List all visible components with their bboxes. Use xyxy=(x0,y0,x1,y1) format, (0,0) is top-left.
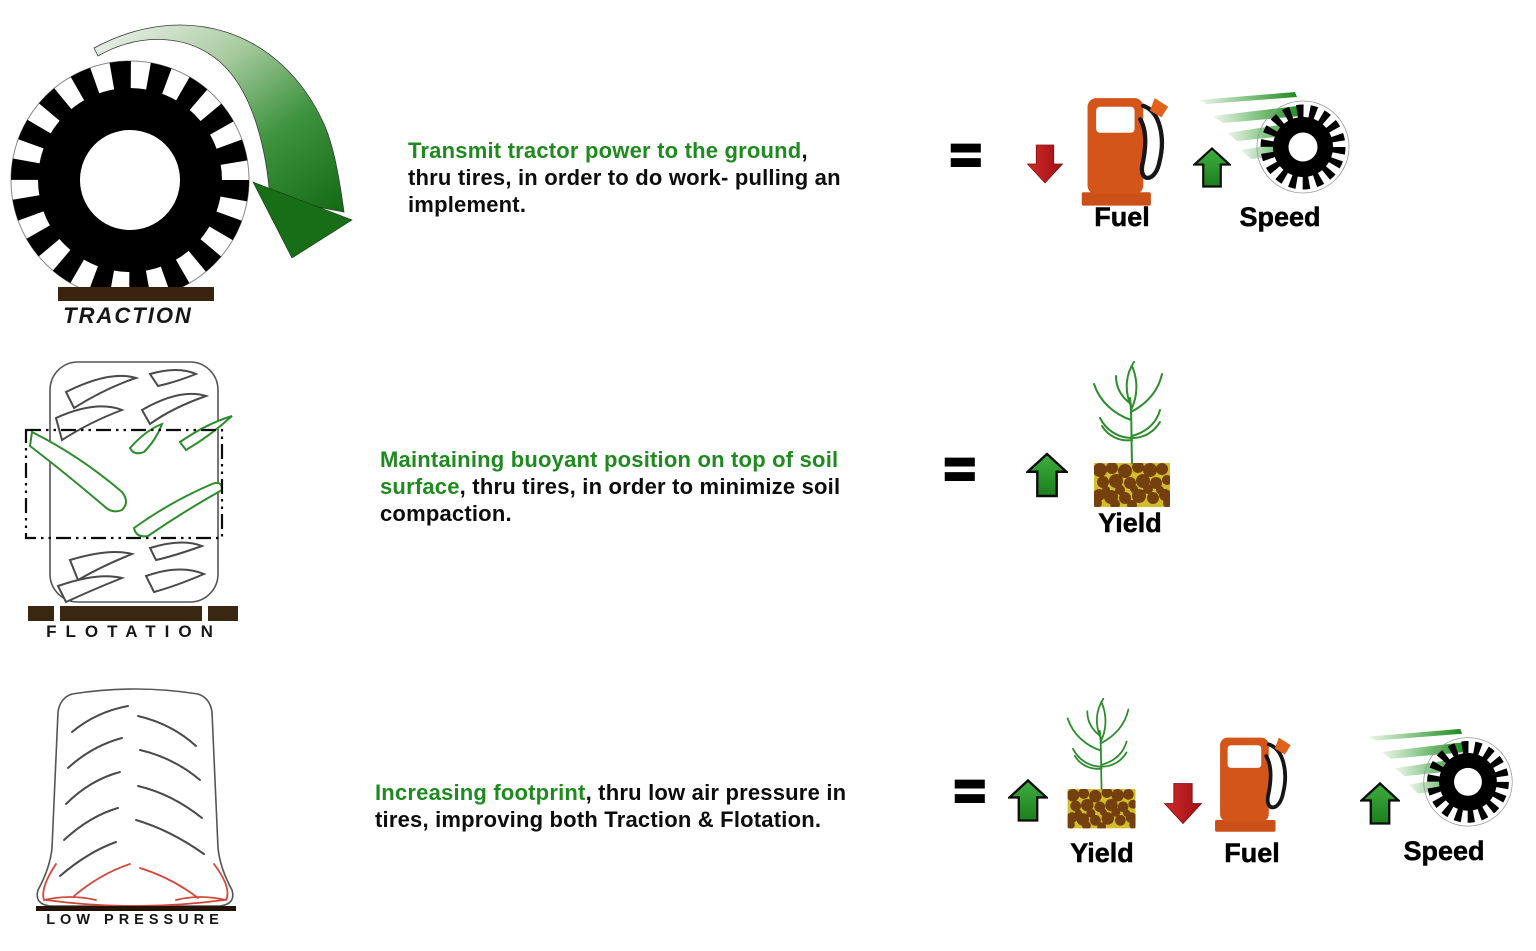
flotation-description: Maintaining buoyant position on top of s… xyxy=(380,446,840,527)
tire-hub xyxy=(80,130,180,230)
description-line: surface, thru tires, in order to minimiz… xyxy=(380,473,840,500)
desc-black-segment: thru tires, in order to do work- pulling… xyxy=(408,165,841,190)
traction-description: Transmit tractor power to the ground, th… xyxy=(408,137,841,218)
up-arrow-icon xyxy=(1026,452,1068,498)
desc-black-segment: tires, improving both Traction & Flotati… xyxy=(375,807,822,832)
fuel-pump-icon xyxy=(1081,98,1169,206)
crop-plant-icon xyxy=(1066,697,1136,829)
description-line: Transmit tractor power to the ground, xyxy=(408,137,841,164)
desc-black-segment: , thru low air pressure in xyxy=(585,780,847,805)
speed-tire-icon xyxy=(1367,728,1513,827)
fuel-label: Fuel xyxy=(1094,202,1150,233)
flotation-tire-icon xyxy=(24,361,238,621)
desc-green-segment: Transmit tractor power to the ground xyxy=(408,138,802,163)
contact-patch-outline xyxy=(24,428,224,540)
up-arrow-icon xyxy=(1193,147,1231,188)
desc-black-segment: compaction. xyxy=(380,501,512,526)
fuel-pump-icon xyxy=(1215,737,1291,832)
low-pressure-caption: LOW PRESSURE xyxy=(46,912,224,928)
description-line: implement. xyxy=(408,191,841,218)
speed-label: Speed xyxy=(1403,836,1485,867)
speed-tire-icon xyxy=(1199,92,1350,194)
down-arrow-icon xyxy=(1026,144,1064,184)
low-pressure-description: Increasing footprint, thru low air press… xyxy=(375,779,846,833)
description-line: tires, improving both Traction & Flotati… xyxy=(375,806,846,833)
up-arrow-icon xyxy=(1008,778,1048,822)
fuel-label: Fuel xyxy=(1224,838,1280,869)
ground-bar xyxy=(208,606,238,621)
yield-label: Yield xyxy=(1070,838,1134,869)
description-line: thru tires, in order to do work- pulling… xyxy=(408,164,841,191)
equals-sign: = xyxy=(953,761,988,821)
up-arrow-icon xyxy=(1360,781,1400,825)
description-line: compaction. xyxy=(380,500,840,527)
rotation-arrow-head xyxy=(252,181,353,259)
yield-label: Yield xyxy=(1098,508,1162,539)
crop-plant-icon xyxy=(1093,361,1170,507)
ground-bar xyxy=(60,606,202,621)
traction-caption: TRACTION xyxy=(63,303,193,328)
desc-black-segment: implement. xyxy=(408,192,527,217)
tire-lugs xyxy=(11,61,249,299)
low-pressure-tire-icon xyxy=(36,688,236,911)
desc-black-segment: , xyxy=(801,138,808,163)
ground-bar xyxy=(58,287,214,301)
desc-black-segment: , thru tires, in order to minimize soil xyxy=(459,474,841,499)
desc-green-segment: Maintaining buoyant position on top of s… xyxy=(380,447,839,472)
description-line: Increasing footprint, thru low air press… xyxy=(375,779,846,806)
flotation-caption: FLOTATION xyxy=(46,622,222,641)
down-arrow-icon xyxy=(1163,783,1203,825)
ground-line xyxy=(36,906,236,911)
ground-bar xyxy=(28,606,54,621)
description-line: Maintaining buoyant position on top of s… xyxy=(380,446,840,473)
desc-green-segment: Increasing footprint xyxy=(375,780,586,805)
desc-green-segment: surface xyxy=(380,474,460,499)
speed-label: Speed xyxy=(1239,202,1321,233)
traction-tire-icon xyxy=(10,24,353,301)
equals-sign: = xyxy=(949,125,984,185)
rotation-arrow-shaft xyxy=(93,24,345,213)
equals-sign: = xyxy=(943,439,978,499)
